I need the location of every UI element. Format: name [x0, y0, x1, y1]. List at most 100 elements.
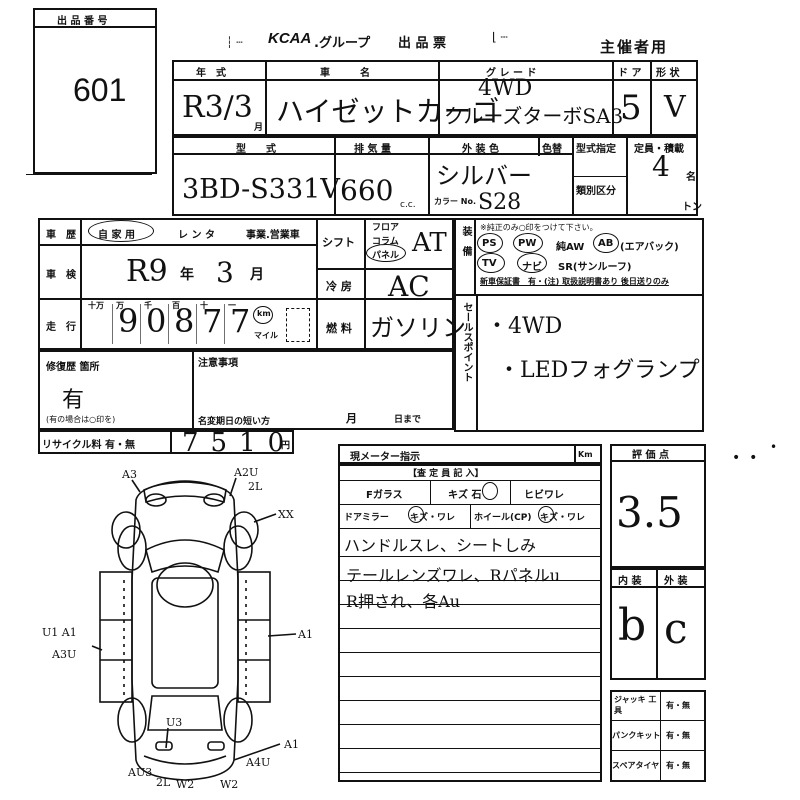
model-value: 3BD-S331V: [182, 174, 340, 205]
equipment-circle-1: [513, 233, 543, 253]
lot-number: 601: [73, 72, 127, 108]
km-circle: [253, 306, 273, 324]
category-label: 類別区分: [576, 186, 616, 197]
mark-a1-right: A1: [297, 628, 313, 641]
spare-label: スペアタイヤ: [612, 761, 660, 770]
mirror-label: ドアミラー: [344, 513, 389, 523]
sales-point-label: セールスポイント: [461, 302, 472, 382]
inspection-year: R9: [126, 254, 168, 289]
cc-unit: c.c.: [400, 200, 416, 210]
equipment-circle2-0: [477, 253, 505, 273]
score-label: 評 価 点: [632, 450, 669, 461]
mileage-unit-0: 十万: [88, 301, 104, 310]
capacity-label: 定員・積載: [634, 144, 684, 155]
history-own: 自 家 用: [98, 230, 135, 241]
equipment-item2-2: SR(サンルーフ): [558, 262, 632, 273]
mirror-options: キズ・ワレ: [410, 513, 456, 523]
meter-label: 現メーター指示: [350, 452, 420, 463]
inspector-note-1: ハンドルスレ、シートしみ: [344, 536, 537, 555]
recycle-label: リサイクル料 有・無: [42, 440, 135, 451]
mileage-unit-2: 千: [144, 301, 152, 310]
grade-line1: 4WD: [478, 76, 533, 101]
history-business: 事業.営業車: [246, 230, 300, 241]
equipment-label: 装 備: [460, 226, 471, 256]
color-value: シルバー: [436, 162, 532, 190]
ac-label: 冷 房: [326, 280, 352, 293]
meter-unit: Km: [578, 450, 593, 459]
mark-u1-a1: U1 A1: [42, 626, 77, 639]
ac-value: AC: [388, 270, 430, 303]
lot-box: 出 品 番 号 601: [33, 8, 157, 174]
mileage-digit-1: 0: [146, 302, 167, 340]
inspector-table: [338, 464, 602, 782]
stone-circle: [482, 482, 498, 500]
score-value: 3.5: [616, 488, 683, 537]
exterior-value: c: [664, 604, 688, 653]
displacement-label: 排 気 量: [354, 144, 391, 155]
mark-xx: XX: [278, 508, 294, 521]
car-name: ハイゼットカーゴ: [276, 95, 500, 128]
year-value: R3/3: [182, 90, 253, 125]
capacity-value: 4: [652, 150, 670, 183]
spare-options: 有・無: [666, 761, 690, 770]
kcaa-logo: KCAA: [268, 30, 312, 47]
load-unit: トン: [682, 202, 702, 213]
equipment-note: ※純正のみ○印をつけて下さい。: [480, 223, 598, 232]
equipment-circle2-1: [517, 253, 547, 273]
mileage-km: km: [257, 309, 271, 318]
year-month-unit: 月: [254, 123, 264, 133]
model-label: 型 式: [236, 144, 276, 155]
door-label: ド ア: [618, 68, 642, 79]
equipment-line3: 新車保証書 有・(注) 取扱説明書あり 後日送りのみ: [480, 277, 669, 286]
mark-w2-right: W2: [220, 778, 238, 790]
repair-value: 有: [62, 388, 85, 413]
equipment-item-4: (エアバック): [620, 242, 679, 253]
year-label: 年 式: [196, 68, 226, 79]
mark-a2u: A2U: [233, 466, 258, 479]
jack-label: ジャッキ 工 具: [614, 695, 664, 715]
tools-box: [610, 690, 706, 782]
notice-month: 月: [346, 412, 357, 425]
exterior-label: 外 装: [664, 576, 688, 587]
equipment-circle-3: [593, 233, 619, 253]
puncture-options: 有・無: [666, 731, 690, 740]
shift-column: コラム: [372, 237, 399, 247]
score-box: [610, 444, 706, 568]
fglass-label: Fガラス: [366, 490, 403, 501]
interior-label: 内 装: [618, 576, 642, 587]
repair-table: [38, 350, 454, 430]
row1-table: [172, 60, 698, 136]
row2-table: [172, 136, 698, 216]
mark-au3: AU3: [127, 766, 152, 779]
meter-row: [338, 444, 602, 464]
mark-a4u: A4U: [245, 756, 270, 769]
grade-line2: クルーズターボSA3: [444, 104, 624, 128]
shape-label: 形 状: [656, 68, 680, 79]
sales-point-2: ・LEDフォグランプ: [498, 358, 700, 383]
car-damage-diagram: A3 A2U 2L XX U1 A1 A3U A1 U3 A1 A4U AU3 …: [42, 466, 313, 790]
history-rental: レ ン タ: [178, 230, 215, 241]
color-change-label: 色替: [542, 144, 562, 155]
name-label: 車 名: [320, 68, 370, 79]
recycle-unit: 円: [281, 441, 291, 451]
wheel-options: キズ・ワレ: [540, 513, 586, 523]
wheel-label: ホイール(CP): [474, 513, 532, 523]
mark-2l-front: 2L: [248, 480, 263, 493]
shift-label: シフト: [322, 236, 355, 249]
color-no-label: カラー No.: [434, 197, 477, 206]
mark-a1-rear: A1: [283, 738, 299, 751]
inspector-note-3: R押され、各Au: [346, 592, 461, 611]
history-label: 車 歴: [46, 230, 76, 241]
wheel-circle: [538, 506, 554, 523]
mileage-mile: マイル: [254, 331, 278, 340]
notice-deadline: 名変期日の短い方: [198, 417, 271, 427]
crack-label: ヒビワレ: [524, 490, 564, 501]
door-value: 5: [620, 88, 642, 128]
inspector-title: 【査 定 員 記 入】: [408, 469, 484, 479]
repair-label: 修復歴 箇所: [46, 362, 100, 373]
equipment-item-2: 純AW: [556, 242, 585, 253]
mark-a3u: A3U: [51, 648, 76, 661]
mileage-digit-0: 9: [118, 302, 139, 340]
mileage-unit-3: 百: [172, 301, 180, 310]
mark-2l-rear: 2L: [156, 776, 171, 789]
